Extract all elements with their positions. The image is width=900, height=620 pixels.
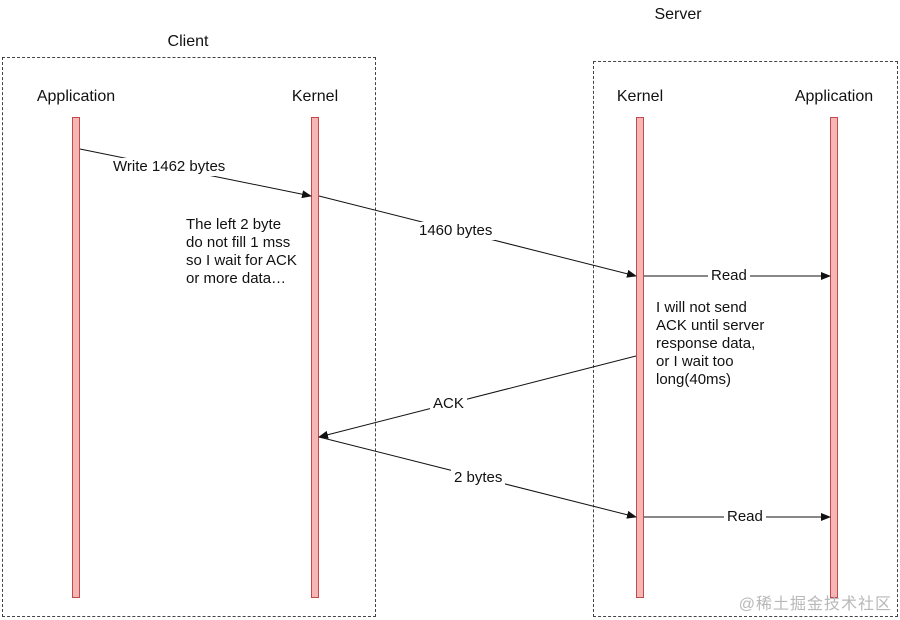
client-kernel-lifeline <box>311 117 319 598</box>
server-kernel-note: I will not send ACK until server respons… <box>656 299 765 388</box>
send-2-message-label: 2 bytes <box>451 469 506 487</box>
write-message-label: Write 1462 bytes <box>110 158 229 176</box>
server-kernel-lifeline <box>636 117 644 598</box>
server-application-lifeline <box>830 117 838 598</box>
server-title: Server <box>654 6 702 23</box>
server-kernel-label: Kernel <box>616 88 664 105</box>
server-group-box <box>593 61 898 617</box>
ack-message-label: ACK <box>430 395 467 413</box>
client-application-label: Application <box>36 88 116 105</box>
send-1460-message-label: 1460 bytes <box>416 222 496 240</box>
server-application-label: Application <box>794 88 874 105</box>
client-group-box <box>2 57 376 617</box>
client-application-lifeline <box>72 117 80 598</box>
ack-arrow <box>318 355 637 439</box>
client-kernel-note: The left 2 byte do not fill 1 mss so I w… <box>186 216 297 287</box>
read-2-message-label: Read <box>724 508 766 526</box>
read-1-message-label: Read <box>708 267 750 285</box>
client-title: Client <box>167 33 209 50</box>
watermark: @稀土掘金技术社区 <box>738 596 892 613</box>
client-kernel-label: Kernel <box>291 88 339 105</box>
